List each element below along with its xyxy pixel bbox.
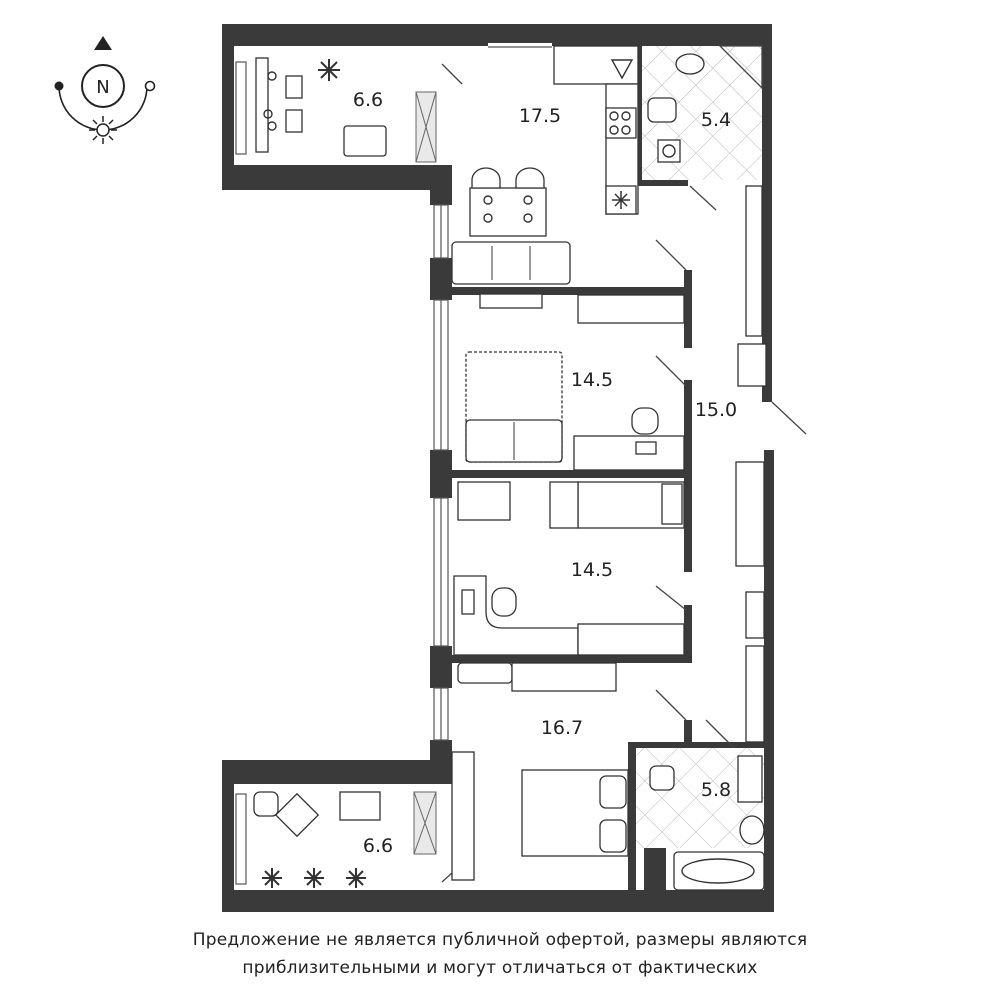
kitchen-living	[451, 45, 639, 309]
floor-plan: N	[54, 24, 807, 912]
balcony-north	[255, 57, 437, 163]
north-arrow-icon	[94, 36, 112, 50]
plant-icon	[304, 868, 324, 888]
bedroom-1	[465, 294, 685, 471]
hall	[735, 185, 767, 743]
balcony-south	[253, 791, 437, 888]
area-bedroom-1: 14.5	[571, 369, 613, 391]
area-bathroom-north: 5.4	[701, 109, 731, 131]
area-balcony-north: 6.6	[353, 89, 383, 111]
bedroom-master	[451, 662, 629, 881]
area-kitchen-living: 17.5	[519, 105, 561, 127]
doors	[441, 63, 807, 883]
area-bathroom-south: 5.8	[701, 779, 731, 801]
bedroom-2	[453, 481, 685, 656]
snowflake-icon	[612, 191, 630, 209]
compass: N	[54, 36, 156, 144]
plant-icon	[318, 59, 340, 81]
plant-icon	[262, 868, 282, 888]
east-marker-icon	[144, 80, 156, 92]
sun-icon	[89, 116, 117, 144]
disclaimer-line-1: Предложение не является публичной оферто…	[192, 930, 808, 950]
walls	[222, 24, 774, 912]
bathroom-north	[642, 45, 763, 180]
area-hall: 15.0	[695, 399, 737, 421]
plant-icon	[346, 868, 366, 888]
bathroom-south	[636, 748, 765, 891]
west-marker-icon	[54, 81, 64, 91]
area-bedroom-master: 16.7	[541, 717, 583, 739]
disclaimer-line-2: приблизительными и могут отличаться от ф…	[242, 958, 758, 978]
windows	[235, 43, 552, 885]
compass-letter: N	[96, 77, 109, 98]
area-balcony-south: 6.6	[363, 835, 393, 857]
area-bedroom-2: 14.5	[571, 559, 613, 581]
